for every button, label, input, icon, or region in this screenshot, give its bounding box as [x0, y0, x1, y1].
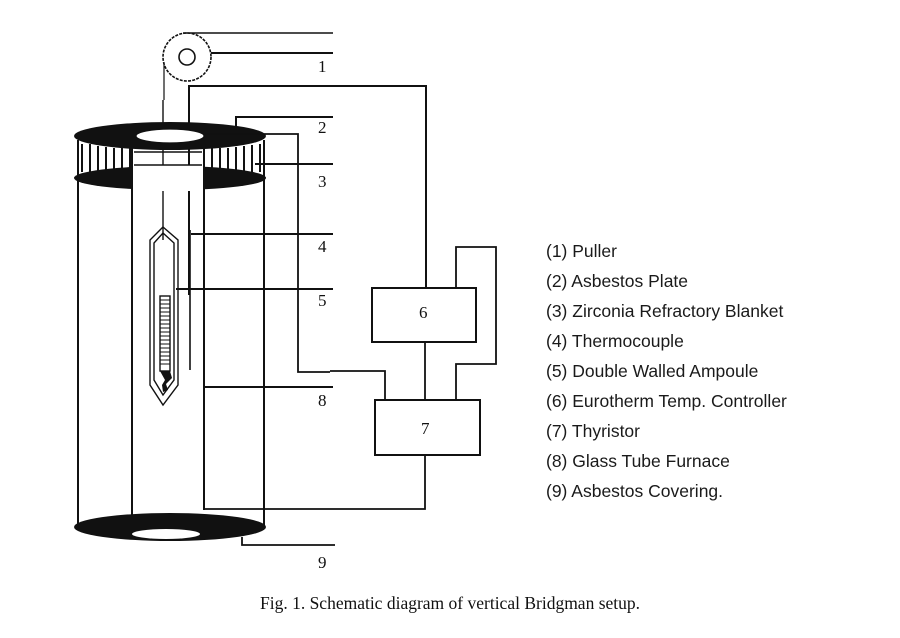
asbestos-covering-bottom: [74, 513, 266, 541]
controller-label: 6: [419, 303, 428, 322]
callout-9: 9: [318, 553, 327, 572]
thyristor-label: 7: [421, 419, 430, 438]
asbestos-plate-top: [74, 122, 266, 150]
puller-wheel: [162, 32, 212, 82]
control-wiring: [424, 246, 497, 400]
legend-item-furnace: (8) Glass Tube Furnace: [546, 451, 730, 471]
inner-tube: [131, 140, 205, 530]
callout-4: 4: [318, 237, 327, 256]
callout-leaders: [176, 116, 426, 546]
legend-item-thermocouple: (4) Thermocouple: [546, 331, 684, 351]
ampoule-melt: [160, 371, 172, 392]
ampoule-crystal-hatch: [160, 299, 170, 365]
callout-3: 3: [318, 172, 327, 191]
callout-1: 1: [318, 57, 327, 76]
zirconia-blanket: [81, 144, 261, 176]
furnace-outer-wall: [77, 140, 265, 525]
callout-8: 8: [318, 391, 327, 410]
legend-item-puller: (1) Puller: [546, 241, 617, 261]
legend-item-asbestos-covering: (9) Asbestos Covering.: [546, 481, 724, 501]
legend-item-thyristor: (7) Thyristor: [546, 421, 640, 441]
legend-item-asbestos-plate: (2) Asbestos Plate: [546, 271, 689, 291]
blanket-lower-ring: [74, 165, 266, 191]
legend-item-zirconia-blanket: (3) Zirconia Refractory Blanket: [546, 301, 784, 321]
callout-2: 2: [318, 118, 327, 137]
legend-item-controller: (6) Eurotherm Temp. Controller: [546, 391, 787, 411]
controller-box: [371, 287, 477, 343]
callout-5: 5: [318, 291, 327, 310]
legend-item-ampoule: (5) Double Walled Ampoule: [546, 361, 759, 381]
figure-caption: Fig. 1. Schematic diagram of vertical Br…: [259, 593, 641, 613]
thyristor-box: [374, 399, 481, 456]
legend: (1) Puller (2) Asbestos Plate (3) Zircon…: [546, 236, 787, 506]
